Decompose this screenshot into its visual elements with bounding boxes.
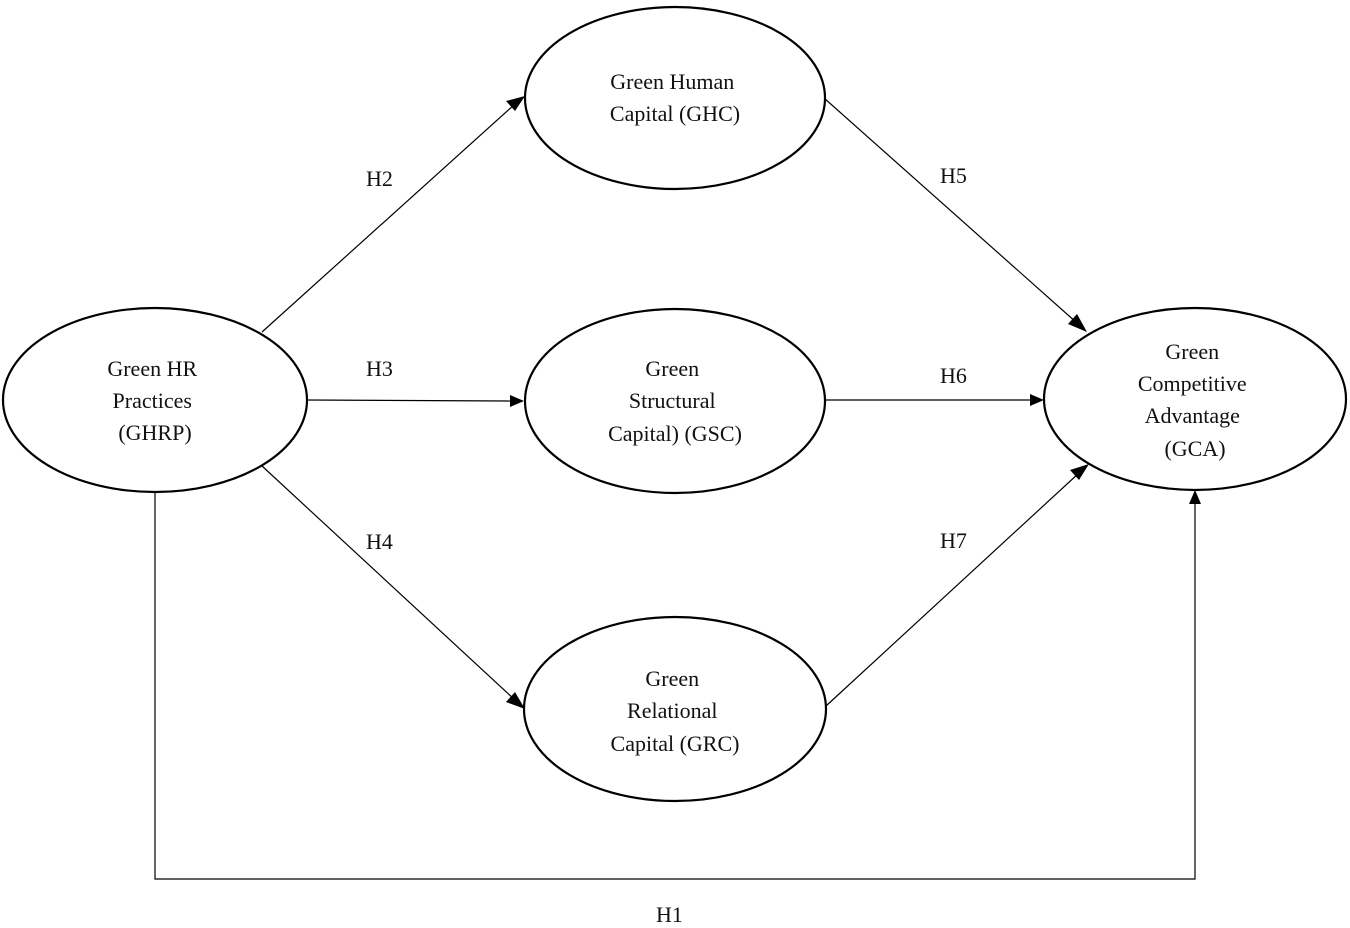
node-gca-label: Green Competitive Advantage (GCA) [1138,339,1252,461]
node-ghrp-line-2: Practices [113,388,192,413]
edge-h5-line [823,97,1078,324]
node-grc: Green Relational Capital (GRC) [522,615,828,803]
node-ghrp-line-1: Green HR [107,356,197,381]
node-ghrp: Green HR Practices (GHRP) [1,306,309,494]
node-gsc: Green Structural Capital) (GSC) [523,307,827,495]
edge-label-h6: H6 [940,363,967,388]
node-ghrp-line-3: (GHRP) [118,420,191,445]
edge-h2-line [261,103,516,333]
edge-h1-line [154,491,1196,880]
edge-h7-line [825,472,1080,707]
edge-h4-line [261,465,516,701]
node-gsc-line-3: Capital) (GSC) [608,421,742,446]
edges [154,96,1201,880]
node-gca-line-4: (GCA) [1164,436,1225,461]
node-ghc-line-1: Green Human [610,69,734,94]
edge-label-h2: H2 [366,166,393,191]
node-ghrp-label: Green HR Practices (GHRP) [107,356,202,445]
edge-h7-arrowhead [1070,464,1089,480]
node-ghc: Green Human Capital (GHC) [523,5,827,191]
node-grc-line-1: Green [645,666,699,691]
node-gca: Green Competitive Advantage (GCA) [1042,306,1348,492]
node-grc-line-3: Capital (GRC) [611,731,740,756]
edge-label-h3: H3 [366,356,393,381]
node-grc-ellipse [522,615,828,803]
node-grc-label: Green Relational Capital (GRC) [611,666,740,756]
edge-h4-arrowhead [506,692,525,709]
node-ghc-line-2: Capital (GHC) [610,101,740,126]
edge-label-h4: H4 [366,529,393,554]
edge-h6-arrowhead [1030,394,1044,406]
node-ghc-ellipse [523,5,827,191]
edge-h5-arrowhead [1068,314,1087,332]
node-gca-line-3: Advantage [1145,403,1240,428]
node-gsc-label: Green Structural Capital) (GSC) [608,356,742,446]
node-gca-ellipse [1042,306,1348,492]
node-ghrp-ellipse [1,306,309,494]
edge-h3-line [305,399,513,402]
edge-label-h1: H1 [656,902,683,927]
edge-labels: H2 H3 H4 H5 H6 H7 H1 [366,163,967,927]
edge-h3-arrowhead [510,395,524,407]
node-ghc-label: Green Human Capital (GHC) [610,69,740,126]
edge-h1-arrowhead [1189,490,1201,504]
node-gsc-line-1: Green [645,356,699,381]
node-gca-line-1: Green [1165,339,1219,364]
node-gca-line-2: Competitive [1138,371,1247,396]
edge-label-h5: H5 [940,163,967,188]
node-gsc-line-2: Structural [629,388,716,413]
node-grc-line-2: Relational [627,698,717,723]
edge-label-h7: H7 [940,528,967,553]
node-gsc-ellipse [523,307,827,495]
edge-h2-arrowhead [506,96,525,111]
